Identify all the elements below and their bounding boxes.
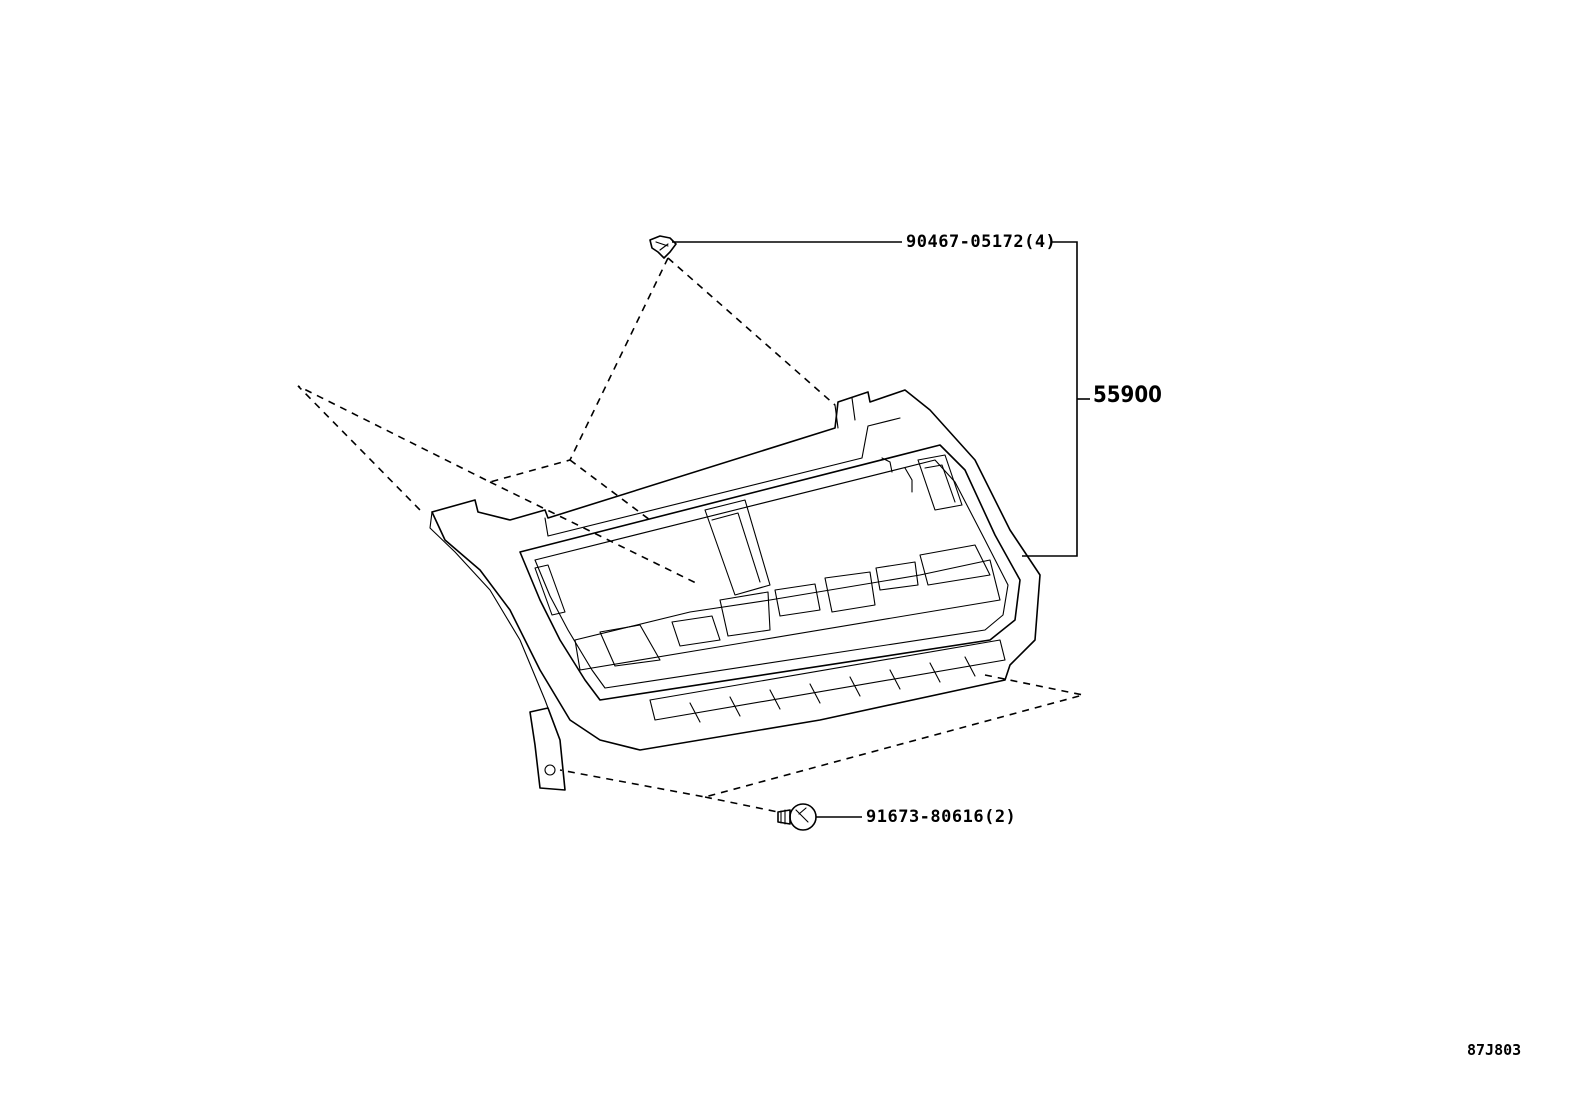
screw-icon bbox=[777, 803, 817, 831]
clip-icon bbox=[649, 235, 677, 259]
part-label-panel-assembly[interactable]: 55900 bbox=[1093, 383, 1162, 408]
panel-assembly-icon bbox=[429, 389, 1041, 791]
assembly-lines bbox=[297, 257, 1084, 813]
leader-lines bbox=[672, 241, 1090, 818]
part-label-clip[interactable]: 90467-05172(4) bbox=[906, 232, 1057, 252]
part-label-screw[interactable]: 91673-80616(2) bbox=[866, 807, 1017, 827]
figure-code: 87J803 bbox=[1467, 1041, 1522, 1059]
